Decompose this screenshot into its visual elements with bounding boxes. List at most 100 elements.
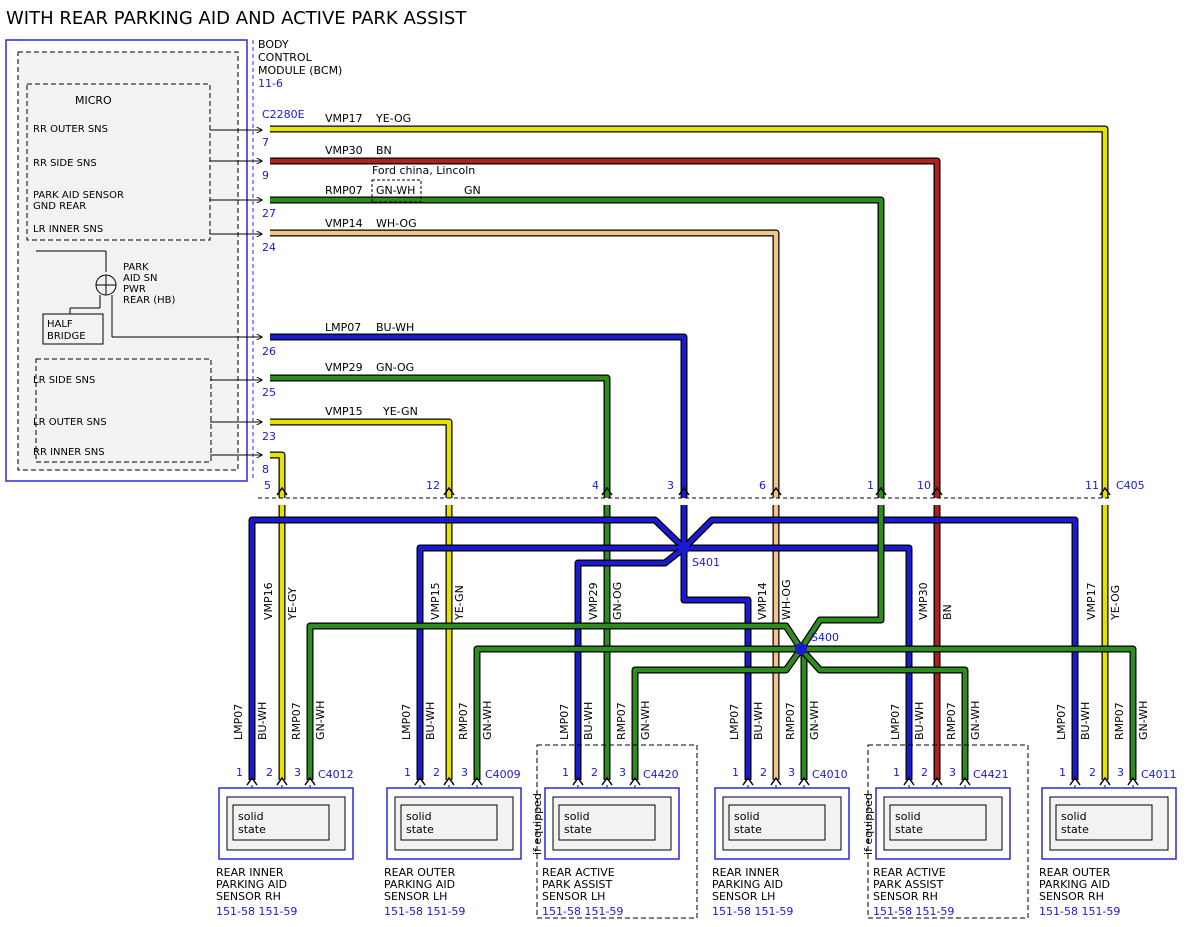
sensor-name-2: SENSOR RH <box>1039 890 1104 903</box>
vlabel-lmp-4: LMP07 <box>889 704 902 740</box>
vlabel-rmp-color-2: GN-WH <box>639 701 652 740</box>
rmp07-branch-4 <box>799 647 968 780</box>
c405-arrow <box>678 486 690 496</box>
input-lr-inner: LR INNER SNS <box>33 224 103 235</box>
sensor-name-0: REAR OUTER <box>1039 866 1111 879</box>
lead-lr-inner <box>209 230 262 234</box>
vlabel-circuit-2: VMP29 <box>587 582 600 620</box>
sensor-name-2: SENSOR RH <box>873 890 938 903</box>
lmp07-branch-3 <box>681 548 751 780</box>
sensor-name-1: PARKING AID <box>712 878 783 891</box>
wire-vmp17 <box>270 126 1108 498</box>
sensor-name-0: REAR ACTIVE <box>542 866 615 879</box>
rmp07-branch-1 <box>474 646 801 780</box>
lmp07-branch-0 <box>249 517 686 780</box>
wire-rmp07 <box>270 197 884 498</box>
splice-s400-label: S400 <box>811 631 839 644</box>
wire-label-vmp14: VMP14 <box>325 217 363 230</box>
vlabel-rmp-color-0: GN-WH <box>314 701 327 740</box>
sensor-name-2: SENSOR LH <box>384 890 447 903</box>
wire-label-vmp30: VMP30 <box>325 144 363 157</box>
wire-color-vmp17: YE-OG <box>375 112 411 125</box>
pin-arrow <box>629 776 641 786</box>
sensor-pin-3: 3 <box>461 766 468 779</box>
sensor-pin-2: 2 <box>921 766 928 779</box>
sensor-refs[interactable]: 151-58 151-59 <box>384 905 465 918</box>
wire-rmp07-outline <box>270 196 885 498</box>
pwr-4: REAR (HB) <box>123 295 176 306</box>
bcm-name-1: BODY <box>258 38 289 51</box>
vlabel-lmp-0: LMP07 <box>232 704 245 740</box>
c405-pin-12: 12 <box>426 479 440 492</box>
vlabel-circuit-0: VMP16 <box>262 582 275 620</box>
solid-state-box <box>728 804 826 841</box>
solid-state-1: solid <box>1061 810 1087 823</box>
solid-state-1: solid <box>734 810 760 823</box>
sensor-refs[interactable]: 151-58 151-59 <box>873 905 954 918</box>
bcm-pin-8: 8 <box>262 463 269 476</box>
wire-color-vmp30: BN <box>376 144 392 157</box>
sensor-pin-1: 1 <box>236 766 243 779</box>
wire-color-lmp07: BU-WH <box>376 321 414 334</box>
sensor-refs[interactable]: 151-58 151-59 <box>1039 905 1120 918</box>
sensor-refs[interactable]: 151-58 151-59 <box>216 905 297 918</box>
solid-state-2: state <box>1061 823 1089 836</box>
pwr-2: AID SN <box>123 273 158 284</box>
splice-s401-label: S401 <box>692 556 720 569</box>
vlabel-circuit-5: VMP17 <box>1085 582 1098 620</box>
sensor-connector-label: C4012 <box>318 768 354 781</box>
pin-arrow <box>959 776 971 786</box>
sensor-name-0: REAR ACTIVE <box>873 866 946 879</box>
sensor-name-1: PARK ASSIST <box>873 878 944 891</box>
sensor-refs[interactable]: 151-58 151-59 <box>542 905 623 918</box>
vlabel-lmp-3: LMP07 <box>728 704 741 740</box>
sensor-pin-2: 2 <box>591 766 598 779</box>
wire-vmp29 <box>270 375 610 498</box>
wire-label-vmp29: VMP29 <box>325 361 363 374</box>
diagram-title: WITH REAR PARKING AID AND ACTIVE PARK AS… <box>6 8 467 29</box>
bcm-module: BODY CONTROL MODULE (BCM) 11-6 MICRO C22… <box>5 38 342 482</box>
solid-state-box <box>400 804 498 841</box>
vlabel-color-5: YE-OG <box>1109 585 1122 621</box>
pin-arrow <box>1099 776 1111 786</box>
wire-network <box>209 125 1137 780</box>
rmp07-alt-color: GN <box>464 184 481 197</box>
wire-color-vmp29: GN-OG <box>376 361 414 374</box>
bcm-pin-27: 27 <box>262 207 276 220</box>
pin-arrow <box>414 776 426 786</box>
sensor-connector-label: C4420 <box>643 768 679 781</box>
bcm-pin-26: 26 <box>262 345 276 358</box>
wire-vmp15 <box>270 419 452 498</box>
pin-arrow <box>903 776 915 786</box>
c405-pin-4: 4 <box>592 479 599 492</box>
vlabel-lmp-color-3: BU-WH <box>752 702 765 740</box>
wire-label-lmp07: LMP07 <box>325 321 361 334</box>
sensor-pin-3: 3 <box>619 766 626 779</box>
vlabel-lmp-5: LMP07 <box>1055 704 1068 740</box>
wire-color-vmp14: WH-OG <box>376 217 417 230</box>
input-rr-inner: RR INNER SNS <box>33 447 105 458</box>
sensor-name-2: SENSOR RH <box>216 890 281 903</box>
sensor-pin-1: 1 <box>732 766 739 779</box>
vlabel-lmp-1: LMP07 <box>400 704 413 740</box>
vlabel-rmp-color-3: GN-WH <box>808 701 821 740</box>
bcm-ref-link[interactable]: 11-6 <box>258 77 283 90</box>
sensor-name-0: REAR INNER <box>216 866 284 879</box>
solid-state-2: state <box>406 823 434 836</box>
pin-arrow <box>770 776 782 786</box>
solid-state-box <box>1055 804 1153 841</box>
pwr-1: PARK <box>123 262 149 273</box>
input-lr-outer: LR OUTER SNS <box>33 417 107 428</box>
solid-state-2: state <box>734 823 762 836</box>
if-equipped-label: if equipped <box>862 793 875 855</box>
c405-pin-5: 5 <box>264 479 271 492</box>
wire-label-rmp07: RMP07 <box>325 184 363 197</box>
sensor-refs[interactable]: 151-58 151-59 <box>712 905 793 918</box>
bcm-pin-25: 25 <box>262 386 276 399</box>
vlabel-circuit-1: VMP15 <box>429 582 442 620</box>
pin-arrow <box>443 776 455 786</box>
